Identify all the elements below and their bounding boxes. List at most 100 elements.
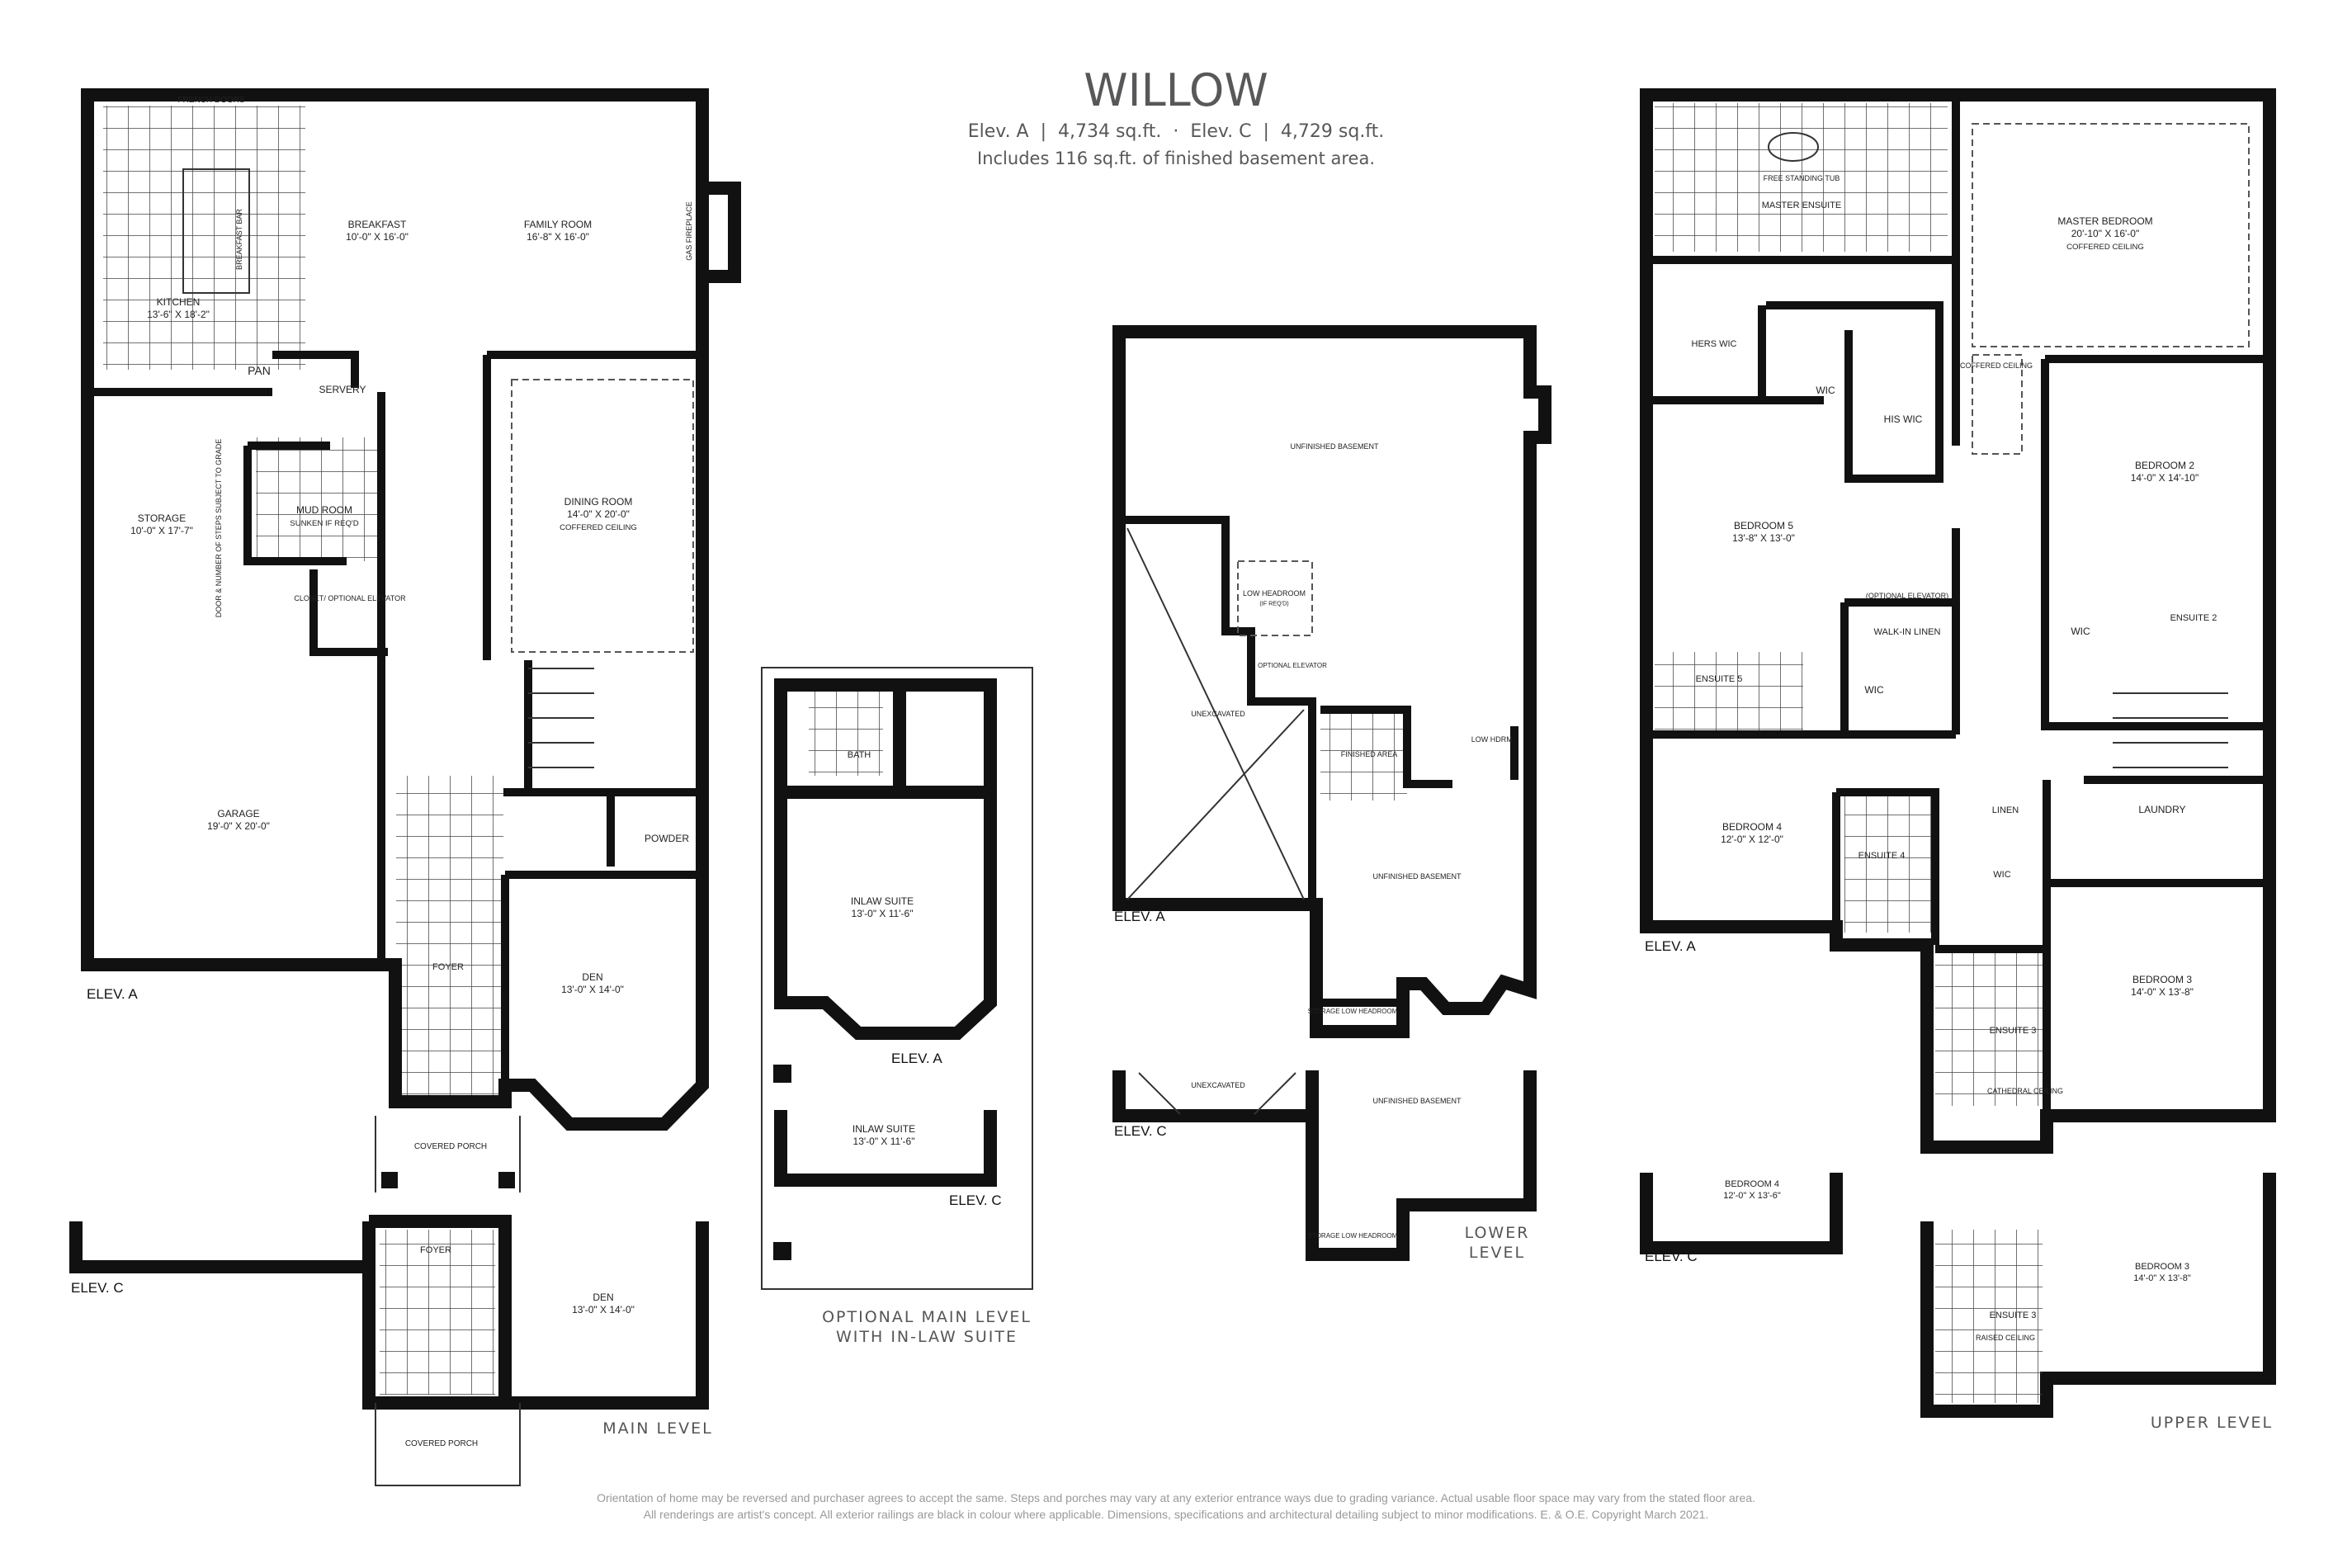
room-label-laundry: LAUNDRY: [2138, 804, 2185, 815]
inlaw-suite-c-wall: [774, 1110, 997, 1187]
dining-coffered-ceiling-outline: [511, 379, 694, 653]
disclaimer-line-1: Orientation of home may be reversed and …: [597, 1491, 1755, 1504]
room-name: MASTER ENSUITE: [1762, 201, 1842, 210]
room-note: COFFERED CEILING: [560, 523, 637, 532]
disclaimer-line-2: All renderings are artist's concept. All…: [644, 1508, 1709, 1521]
room-label-raised-ceiling: RAISED CEILING: [1976, 1334, 2035, 1342]
room-dimensions: 14'-0" X 14'-10": [2131, 472, 2199, 484]
room-name: FAMILY ROOM: [524, 219, 592, 230]
room-label-hers-wic: HERS WIC: [1692, 339, 1737, 349]
room-label-wic: WIC: [1993, 870, 2010, 880]
room-name: FOYER: [432, 962, 464, 972]
room-name: ENSUITE 2: [2170, 613, 2217, 623]
upper-stairs: [2113, 692, 2228, 768]
room-label-unfinished-basement: UNFINISHED BASEMENT: [1290, 442, 1379, 451]
basement-area-note: Includes 116 sq.ft. of finished basement…: [977, 149, 1375, 168]
room-name: STORAGE: [138, 512, 186, 524]
ensuite3-tile-floor: [1935, 949, 2043, 1106]
room-name: COVERED PORCH: [414, 1142, 487, 1151]
room-dimensions: 13'-0" X 11'-6": [853, 1136, 915, 1147]
room-name: DINING ROOM: [564, 496, 633, 508]
room-label-ensuite-3: ENSUITE 3: [1990, 1311, 2037, 1320]
room-name: PAN: [248, 364, 271, 377]
room-name: WIC: [1864, 684, 1884, 696]
room-label-ensuite-2: ENSUITE 2: [2170, 613, 2217, 623]
room-label-wic: WIC: [1816, 385, 1835, 396]
room-name: COFFERED CEILING: [1960, 361, 2033, 370]
room-label-servery: SERVERY: [319, 384, 366, 395]
room-name: LINEN: [1992, 805, 2019, 815]
room-label-foyer: FOYER: [420, 1245, 451, 1255]
upper-elev-a-label: ELEV. A: [1645, 938, 1696, 954]
room-label-unexcavated: UNEXCAVATED: [1191, 710, 1245, 718]
main-level-label: MAIN LEVEL: [602, 1419, 712, 1438]
room-label-ensuite-5: ENSUITE 5: [1696, 674, 1743, 684]
room-label-low-hdrm: LOW HDRM.: [1471, 735, 1515, 744]
room-label-coffered-ceiling: COFFERED CEILING: [1960, 361, 2033, 370]
upper-exterior-wall: [1640, 88, 2276, 1154]
header: WILLOW Elev. A | 4,734 sq.ft. · Elev. C …: [968, 64, 1385, 168]
room-label-optional-elevator: OPTIONAL ELEVATOR: [1258, 662, 1327, 669]
lower-elev-c-label: ELEV. C: [1114, 1123, 1167, 1139]
room-name: BEDROOM 2: [2135, 460, 2194, 471]
room-label-door-number-of-steps-subject-to-grade: DOOR & NUMBER OF STEPS SUBJECT TO GRADE: [215, 439, 223, 618]
upper-elev-c-wall: [1640, 1173, 2276, 1418]
room-label-covered-porch: COVERED PORCH: [405, 1439, 478, 1448]
room-label-master-ensuite: MASTER ENSUITE: [1762, 201, 1842, 210]
room-label-bath: BATH: [848, 750, 871, 760]
room-name: WIC: [1816, 385, 1835, 396]
plan-title: WILLOW: [1084, 64, 1268, 116]
room-name: STORAGE LOW HEADROOM: [1308, 1008, 1398, 1015]
porch-column: [773, 1242, 791, 1260]
room-name: UNEXCAVATED: [1191, 710, 1245, 718]
room-name: SERVERY: [319, 384, 366, 395]
room-name: FOYER: [420, 1245, 451, 1255]
room-note: SUNKEN IF REQ'D: [290, 519, 358, 528]
room-name: BATH: [848, 750, 871, 760]
room-dimensions: 12'-0" X 13'-6": [1723, 1191, 1781, 1201]
room-name: INLAW SUITE: [852, 1123, 915, 1135]
room-name: CLOSET/ OPTIONAL ELEVATOR: [294, 594, 406, 602]
porch-column: [773, 1065, 791, 1083]
room-name: BEDROOM 4: [1722, 821, 1782, 833]
room-name: BEDROOM 5: [1734, 520, 1793, 531]
room-name: FINISHED AREA: [1341, 750, 1398, 758]
room-name: GARAGE: [217, 808, 259, 819]
room-name: DEN: [582, 971, 602, 983]
room-name: DOOR & NUMBER OF STEPS SUBJECT TO GRADE: [215, 439, 223, 618]
room-name: UNFINISHED BASEMENT: [1372, 1097, 1462, 1105]
room-dimensions: 16'-8" X 16'-0": [527, 231, 589, 243]
kitchen-island: [182, 168, 250, 294]
room-label-wic: WIC: [1864, 684, 1884, 696]
room-label-gas-fireplace: GAS FIREPLACE: [685, 201, 693, 261]
covered-porch-outline: [375, 1116, 521, 1193]
room-name: COVERED PORCH: [405, 1439, 478, 1448]
basement-interior-walls: [1119, 516, 1518, 1007]
room-name: FREE STANDING TUB: [1764, 174, 1840, 182]
master-ensuite-tile-floor: [1655, 103, 1948, 252]
room-label-closet-optional-elevator: CLOSET/ OPTIONAL ELEVATOR: [294, 594, 406, 602]
room-name: RAISED CEILING: [1976, 1334, 2035, 1342]
room-name: POWDER: [645, 833, 689, 844]
room-dimensions: 13'-8" X 13'-0": [1732, 532, 1795, 544]
elevation-areas: Elev. A | 4,734 sq.ft. · Elev. C | 4,729…: [968, 121, 1385, 142]
ensuite4-tile-floor: [1844, 792, 1935, 933]
room-name: ENSUITE 3: [1990, 1311, 2037, 1320]
main-interior-walls: [87, 351, 702, 1085]
room-dimensions: 14'-0" X 13'-8": [2133, 1273, 2191, 1283]
optional-elev-a-label: ELEV. A: [891, 1051, 942, 1066]
inlaw-suite-wall: [774, 678, 997, 1040]
low-headroom-outline: [1237, 560, 1313, 636]
room-name: HIS WIC: [1884, 413, 1923, 425]
room-label-storage-low-headroom: STORAGE LOW HEADROOM: [1308, 1232, 1398, 1240]
room-name: STORAGE LOW HEADROOM: [1308, 1232, 1398, 1240]
room-dimensions: 13'-0" X 11'-6": [852, 908, 914, 919]
